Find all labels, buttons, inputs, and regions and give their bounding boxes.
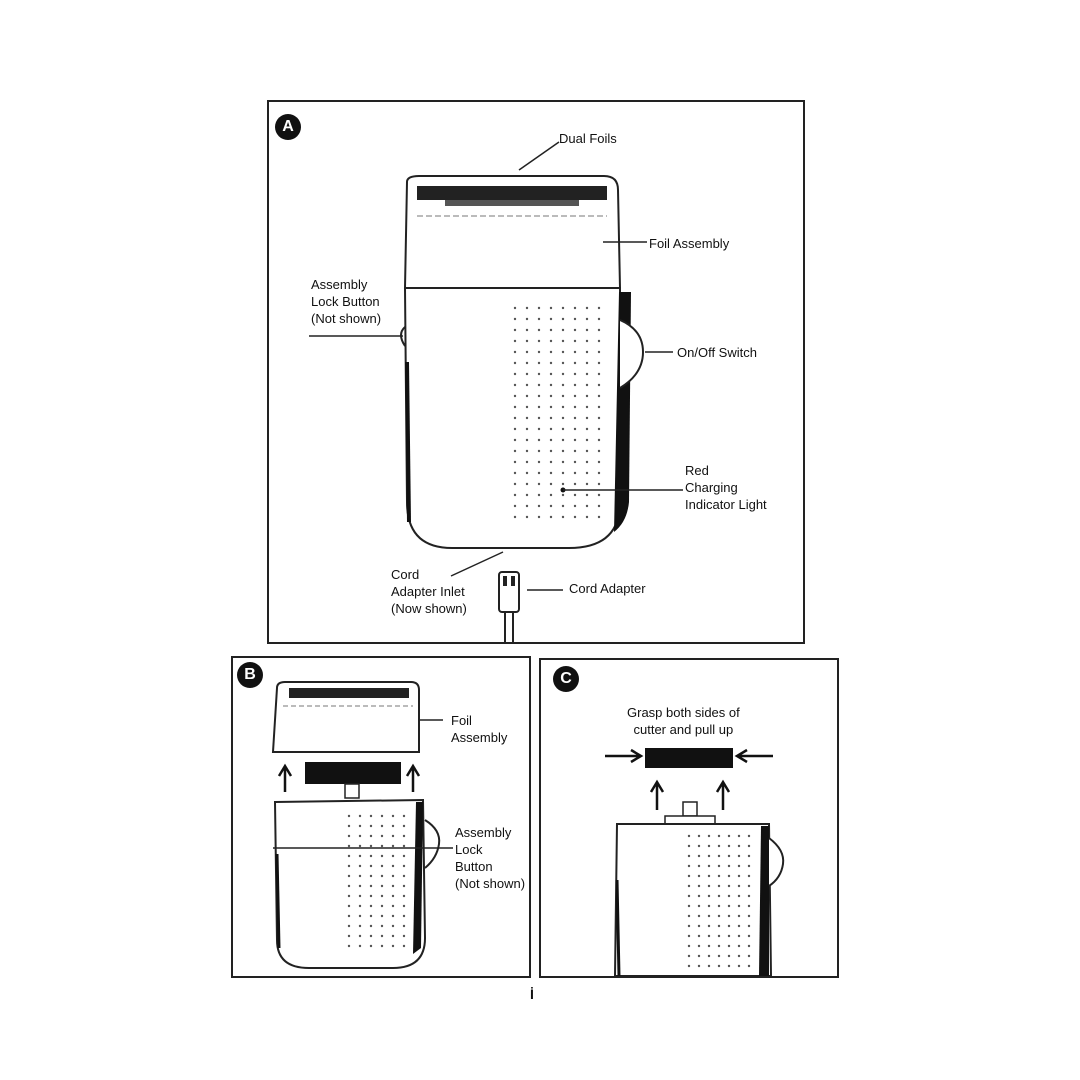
label-dual-foils: Dual Foils <box>559 131 617 146</box>
shaver-body-b <box>273 798 427 969</box>
panel-a: A Dual Foils Foil Assem <box>267 100 805 644</box>
label-red-charging-light: Red Charging Indicator Light <box>685 463 767 512</box>
foil-mesh <box>445 200 579 206</box>
panel-c-badge: C <box>553 666 579 692</box>
label-assembly-lock-button: Assembly Lock Button (Not shown) <box>311 277 382 326</box>
panel-b-badge: B <box>237 662 263 688</box>
label-on-off-switch: On/Off Switch <box>677 345 757 360</box>
shaver-diagram-a <box>309 141 683 642</box>
label-cord-adapter-inlet: Cord Adapter Inlet (Now shown) <box>391 567 467 616</box>
label-foil-assembly: Foil Assembly <box>649 236 730 251</box>
panel-b: B Foil Assembly Assembly Lock Button (No… <box>231 656 531 978</box>
switch-bump <box>619 319 645 389</box>
label-grasp-instruction: Grasp both sides of cutter and pull up <box>627 705 740 737</box>
label-foil-assembly-b: Foil Assembly <box>451 713 508 745</box>
body-dot-grid-b <box>347 814 406 948</box>
cord-wire <box>504 612 514 642</box>
label-assembly-lock-b: Assembly Lock Button (Not shown) <box>455 825 526 891</box>
shaver-diagram-c <box>605 748 785 977</box>
label-cord-adapter: Cord Adapter <box>569 581 646 596</box>
cutter <box>305 762 401 784</box>
page-mark: İ <box>530 986 534 1002</box>
panel-c: C Grasp both sides of cutter and pull up <box>539 658 839 978</box>
cord-plug <box>498 571 520 613</box>
shaver-body-c <box>613 823 773 977</box>
panel-a-badge: A <box>275 114 301 140</box>
shaver-diagram-b <box>271 681 453 969</box>
left-grip <box>405 361 411 523</box>
body-dot-grid-c <box>687 834 751 968</box>
cutter-c <box>645 748 733 768</box>
foil-assembly-removed <box>271 681 420 753</box>
dual-foil-bar <box>417 186 607 200</box>
body-dot-grid <box>513 306 601 519</box>
